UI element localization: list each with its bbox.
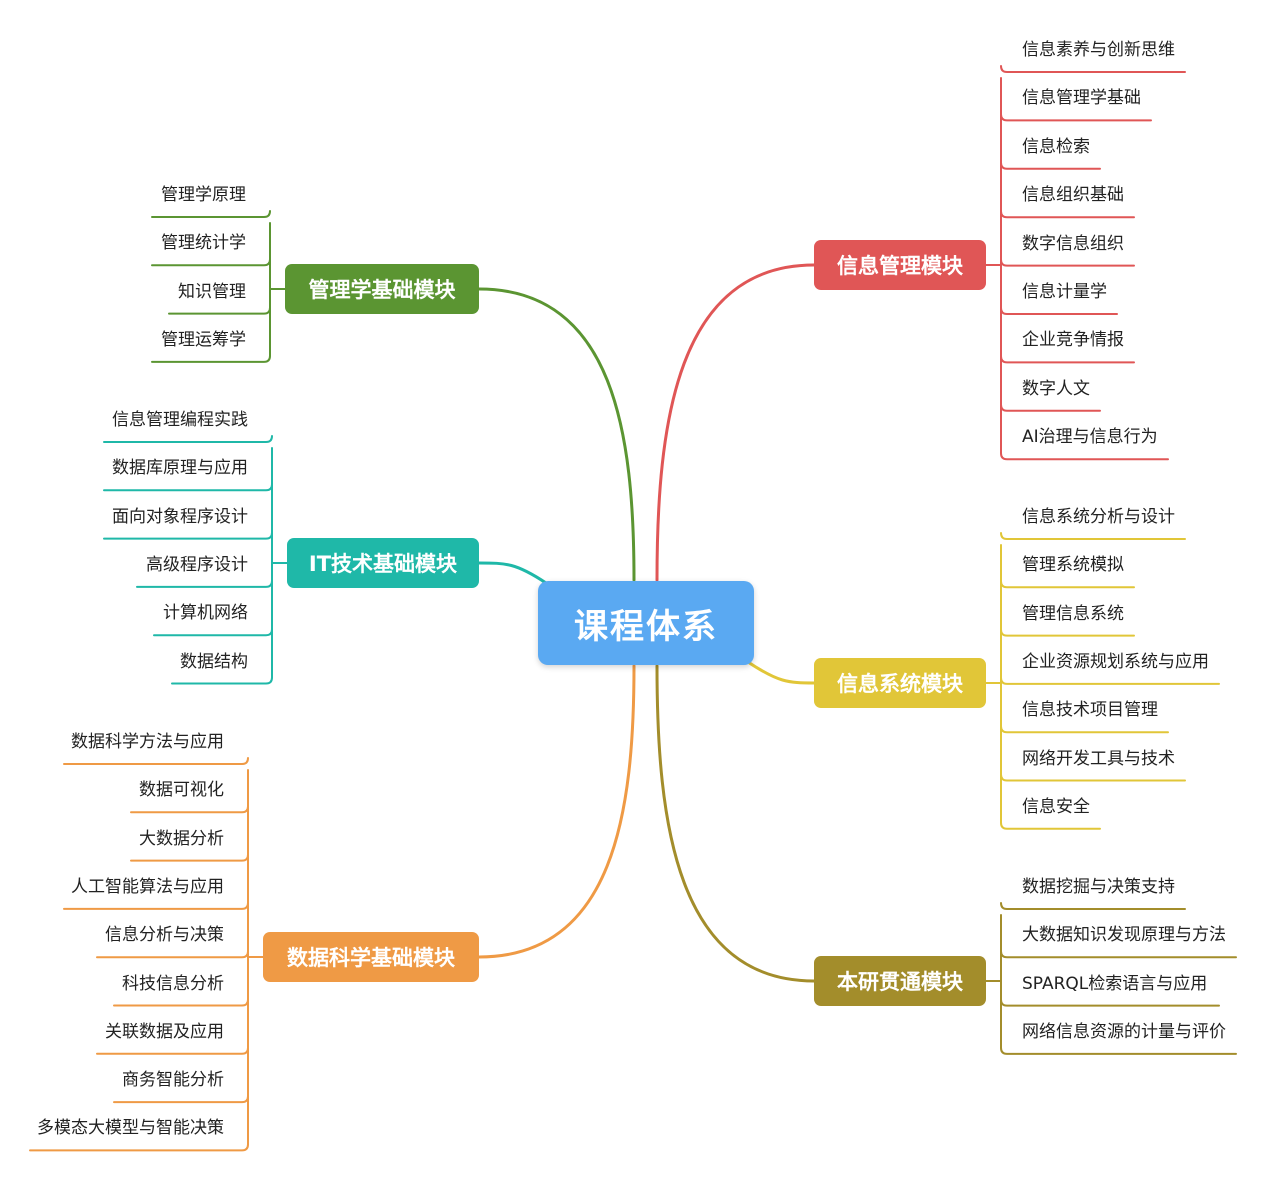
item-underline: [96, 950, 249, 959]
item-underline: [1000, 676, 1220, 685]
course-item[interactable]: 信息管理学基础: [1022, 88, 1141, 109]
item-underline: [113, 1095, 249, 1104]
trunk-connector-it-basic: [477, 561, 548, 585]
course-item[interactable]: 信息组织基础: [1022, 185, 1124, 206]
course-item[interactable]: 网络开发工具与技术: [1022, 748, 1175, 769]
item-underline: [151, 258, 271, 267]
item-underline: [1000, 452, 1169, 461]
item-underline: [103, 483, 273, 492]
item-underline: [153, 628, 273, 637]
item-underline: [113, 998, 249, 1007]
item-underline: [1000, 161, 1101, 170]
course-item[interactable]: 知识管理: [178, 281, 246, 302]
course-item[interactable]: 信息系统分析与设计: [1022, 507, 1175, 527]
item-underline: [151, 354, 271, 363]
course-item[interactable]: 信息计量学: [1022, 282, 1107, 302]
course-item[interactable]: 网络信息资源的计量与评价: [1022, 1021, 1226, 1042]
course-item[interactable]: 数据可视化: [139, 780, 224, 801]
item-underline: [1000, 532, 1186, 540]
item-underline: [96, 1046, 249, 1055]
course-item[interactable]: 数字信息组织: [1022, 233, 1124, 254]
course-item[interactable]: 管理运筹学: [161, 329, 246, 350]
item-underline: [1000, 113, 1152, 122]
course-item[interactable]: 信息管理编程实践: [112, 410, 248, 430]
course-item[interactable]: 关联数据及应用: [105, 1021, 224, 1042]
item-underline: [1000, 258, 1135, 267]
course-item[interactable]: 信息技术项目管理: [1022, 700, 1158, 721]
course-item[interactable]: 数据库原理与应用: [112, 458, 248, 479]
central-topic[interactable]: 课程体系: [538, 581, 754, 665]
course-item[interactable]: 数据挖掘与决策支持: [1022, 877, 1175, 897]
item-underline: [1000, 950, 1237, 959]
item-underline: [1000, 821, 1101, 830]
course-item[interactable]: 管理系统模拟: [1022, 555, 1124, 576]
trunk-connector-info-sys: [746, 660, 816, 685]
item-underline: [1000, 725, 1169, 734]
item-underline: [130, 805, 249, 814]
branch-node-grad-link[interactable]: 本研贯通模块: [814, 956, 986, 1006]
item-underline: [103, 531, 273, 540]
item-underline: [1000, 65, 1186, 73]
item-underline: [1000, 580, 1135, 589]
course-item[interactable]: 管理信息系统: [1022, 603, 1124, 624]
course-item[interactable]: 数字人文: [1022, 378, 1090, 399]
course-item[interactable]: 面向对象程序设计: [112, 506, 248, 527]
course-item[interactable]: 数据科学方法与应用: [71, 732, 224, 752]
item-underline: [1000, 628, 1135, 637]
course-item[interactable]: 企业资源规划系统与应用: [1022, 651, 1209, 672]
item-underline: [136, 579, 273, 588]
course-item[interactable]: 科技信息分析: [122, 973, 224, 994]
trunk-connector-mgmt-basic: [477, 287, 636, 582]
branch-node-info-sys[interactable]: 信息系统模块: [814, 658, 986, 708]
item-underline: [103, 435, 273, 443]
item-underline: [1000, 1046, 1237, 1055]
item-underline: [130, 853, 249, 862]
item-underline: [1000, 902, 1186, 910]
course-item[interactable]: 人工智能算法与应用: [71, 876, 224, 897]
course-item[interactable]: 大数据知识发现原理与方法: [1022, 925, 1226, 946]
course-item[interactable]: AI治理与信息行为: [1022, 427, 1158, 448]
trunk-connector-info-mgmt: [655, 263, 816, 582]
branch-node-mgmt-basic[interactable]: 管理学基础模块: [285, 264, 479, 314]
trunk-connector-grad-link: [655, 664, 816, 983]
course-item[interactable]: 高级程序设计: [146, 554, 248, 575]
item-underline: [1000, 210, 1135, 219]
trunk-connector-ds-basic: [477, 664, 636, 959]
item-underline: [1000, 307, 1118, 315]
course-item[interactable]: 多模态大模型与智能决策: [37, 1118, 224, 1139]
item-underline: [1000, 355, 1135, 364]
item-underline: [1000, 773, 1186, 782]
course-item[interactable]: 企业竞争情报: [1022, 330, 1124, 351]
item-underline: [1000, 403, 1101, 412]
branch-node-info-mgmt[interactable]: 信息管理模块: [814, 240, 986, 290]
item-underline: [29, 1143, 249, 1152]
course-item[interactable]: 数据结构: [180, 651, 248, 672]
item-underline: [1000, 998, 1220, 1007]
course-item[interactable]: 大数据分析: [139, 828, 224, 849]
course-item[interactable]: SPARQL检索语言与应用: [1022, 973, 1208, 994]
item-underline: [168, 306, 271, 315]
course-item[interactable]: 信息分析与决策: [105, 925, 224, 946]
branch-node-ds-basic[interactable]: 数据科学基础模块: [263, 932, 479, 982]
course-item[interactable]: 管理学原理: [161, 185, 246, 205]
item-underline: [171, 676, 273, 685]
course-item[interactable]: 信息检索: [1022, 136, 1090, 157]
course-item[interactable]: 商务智能分析: [122, 1070, 224, 1091]
item-underline: [151, 210, 271, 218]
branch-node-it-basic[interactable]: IT技术基础模块: [287, 538, 479, 588]
course-item[interactable]: 管理统计学: [161, 233, 246, 254]
item-underline: [63, 901, 249, 910]
course-item[interactable]: 信息素养与创新思维: [1022, 40, 1175, 60]
item-underline: [63, 757, 249, 765]
course-item[interactable]: 计算机网络: [163, 603, 248, 624]
course-item[interactable]: 信息安全: [1022, 796, 1090, 817]
